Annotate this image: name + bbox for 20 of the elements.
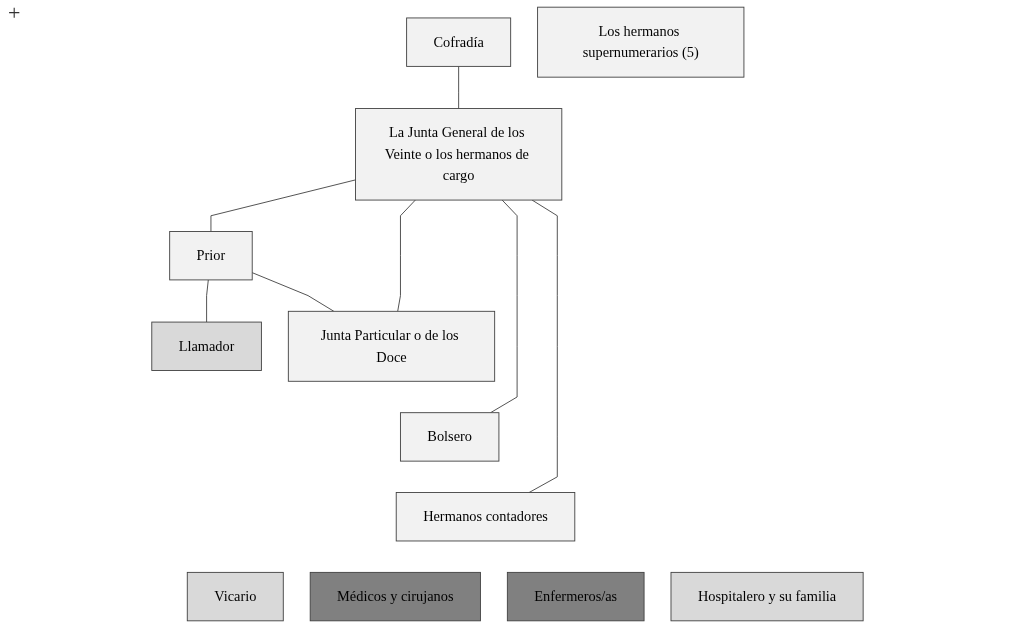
node-box: Vicario: [186, 571, 284, 622]
connector: [490, 199, 518, 414]
node-box: Llamador: [151, 321, 262, 371]
node-box: Bolsero: [400, 412, 500, 462]
connector: [397, 199, 416, 312]
node-box: Junta Particular o de los Doce: [287, 310, 496, 382]
node-box: Enfermeros/as: [506, 571, 645, 622]
node-box: Hermanos contadores: [395, 492, 576, 542]
plus-sign: +: [8, 0, 21, 25]
node-box: La Junta General de los Veinte o los hermanos de cargo: [355, 108, 563, 201]
node-box: Los hermanos supernumerarios (5): [537, 6, 745, 78]
connector: [251, 272, 335, 312]
node-box: Cofradía: [406, 17, 512, 67]
connector: [210, 179, 356, 232]
connector: [458, 65, 460, 109]
node-box: Hospitalero y su familia: [670, 571, 864, 622]
connector: [206, 279, 209, 323]
node-box: Médicos y cirujanos: [309, 571, 481, 622]
node-box: Prior: [169, 231, 253, 281]
connector: [528, 199, 558, 493]
